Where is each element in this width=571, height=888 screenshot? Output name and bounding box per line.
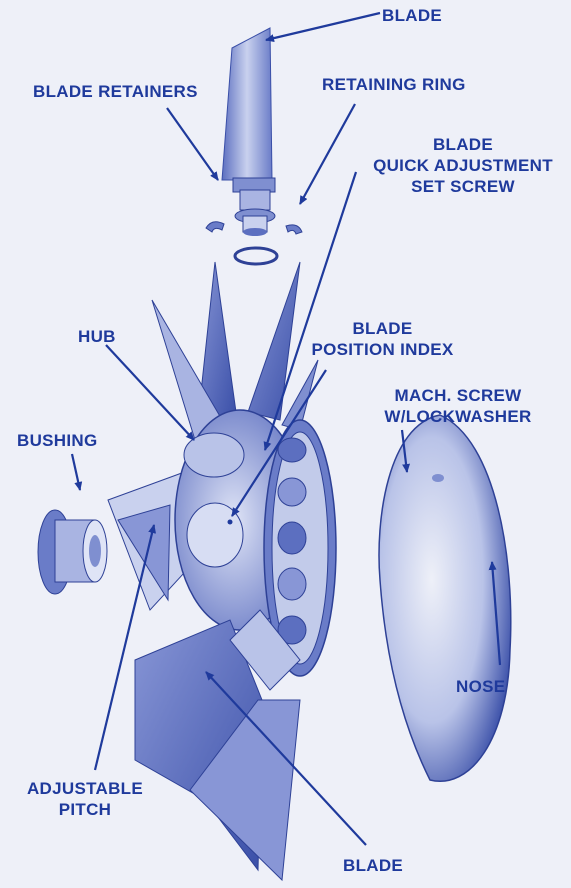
label-mach-screw-line2: W/LOCKWASHER: [368, 406, 548, 427]
label-mach-screw-line1: MACH. SCREW: [368, 385, 548, 406]
bushing-part: [38, 510, 107, 594]
label-blade-top: BLADE: [382, 5, 442, 26]
label-retaining-ring: RETAINING RING: [322, 74, 466, 95]
arrow-quick-adjust: [265, 172, 356, 450]
label-bushing: BUSHING: [17, 430, 98, 451]
arrow-bushing: [72, 454, 80, 490]
label-position-index: BLADE POSITION INDEX: [300, 318, 465, 360]
label-quick-adjust-line1: BLADE: [358, 134, 568, 155]
label-quick-adjust-line3: SET SCREW: [358, 176, 568, 197]
label-mach-screw: MACH. SCREW W/LOCKWASHER: [368, 385, 548, 427]
label-adjustable-pitch: ADJUSTABLE PITCH: [10, 778, 160, 820]
label-quick-adjust-line2: QUICK ADJUSTMENT: [358, 155, 568, 176]
label-adjustable-pitch-line2: PITCH: [10, 799, 160, 820]
label-quick-adjust: BLADE QUICK ADJUSTMENT SET SCREW: [358, 134, 568, 197]
nose-cone-part: [379, 415, 511, 781]
retaining-ring-part: [235, 248, 277, 264]
arrow-blade-retainers: [167, 108, 218, 180]
blade-exploded: [222, 28, 275, 236]
arrow-blade-top: [266, 13, 380, 40]
label-position-index-line2: POSITION INDEX: [300, 339, 465, 360]
label-adjustable-pitch-line1: ADJUSTABLE: [10, 778, 160, 799]
arrow-retaining-ring: [300, 104, 355, 204]
label-hub: HUB: [78, 326, 116, 347]
label-nose: NOSE: [456, 676, 505, 697]
label-position-index-line1: BLADE: [300, 318, 465, 339]
label-blade-bottom: BLADE: [343, 855, 403, 876]
label-blade-retainers: BLADE RETAINERS: [33, 81, 198, 102]
